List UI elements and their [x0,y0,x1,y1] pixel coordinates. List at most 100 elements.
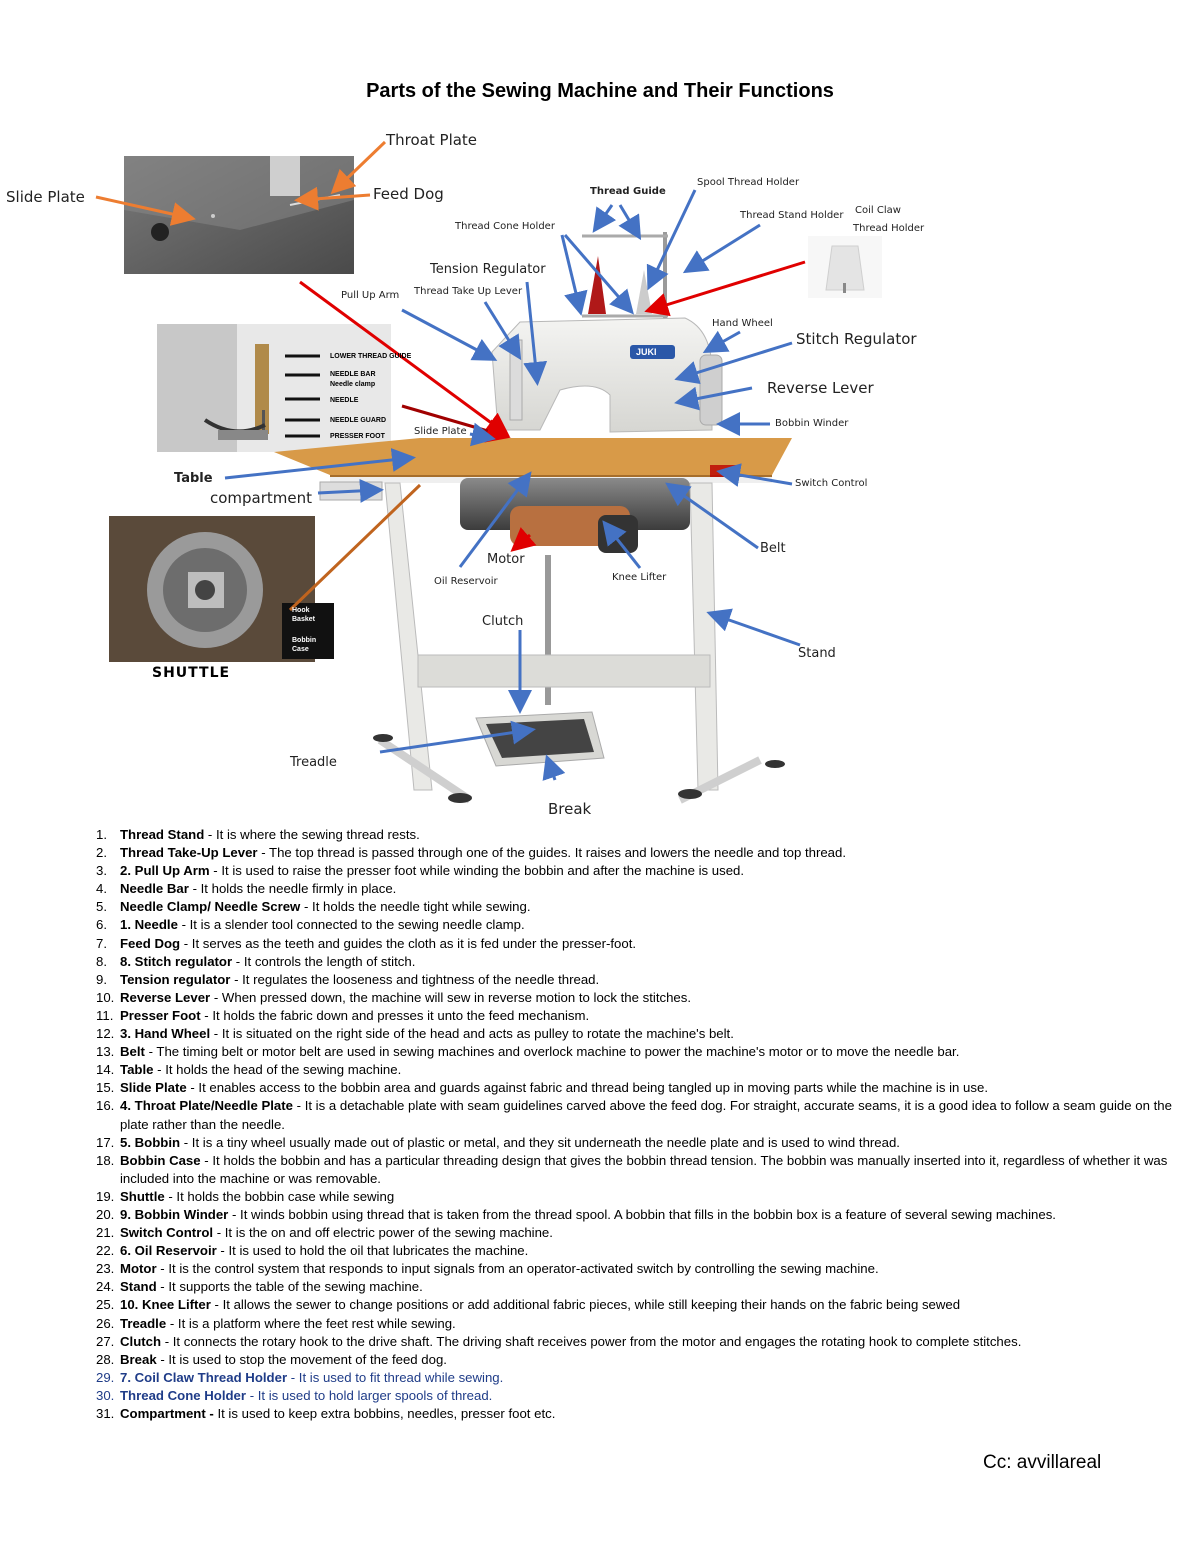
list-item-number: 3. [96,863,107,879]
list-item-number: 20. [96,1206,115,1222]
list-item-number: 18. [96,1152,115,1168]
list-item-number: 19. [96,1188,115,1204]
list-item-number: 4. [96,881,107,897]
parts-list: 1. Thread Stand - It is where the sewing … [96,826,1176,1423]
list-item-number: 13. [96,1044,115,1060]
list-item-term: Needle Clamp/ Needle Screw [120,899,301,915]
list-item: 31. Compartment - It is used to keep ext… [96,1405,1176,1423]
list-item-term: 4. Throat Plate/Needle Plate [120,1098,293,1114]
list-item: 1. Thread Stand - It is where the sewing … [96,826,1176,844]
list-item-description: - It is a slender tool connected to the … [177,917,525,933]
list-item-term: Reverse Lever [120,989,211,1005]
list-item-description: - It allows the sewer to change position… [210,1297,961,1313]
label-reverse-lever: Reverse Lever [767,379,874,397]
coil-claw-photo [808,236,882,298]
list-item: 27. Clutch - It connects the rotary hook … [96,1333,1176,1351]
label-table: Table [174,471,213,486]
list-item-number: 7. [96,935,107,951]
list-item-term: Break [120,1351,157,1367]
machine-head [491,317,723,433]
list-item-description: - It is the on and off electric power of… [213,1225,553,1241]
list-item: 18.Bobbin Case - It holds the bobbin and… [96,1152,1176,1188]
label-tension-regulator: Tension Regulator [430,262,546,277]
label-knee-lifter: Knee Lifter [612,572,667,583]
label-feed-dog: Feed Dog [373,185,444,203]
list-item-term: Stand [120,1279,157,1295]
list-item-term: Clutch [120,1333,162,1349]
list-item: 21. Switch Control - It is the on and off… [96,1224,1176,1242]
label-thread-stand-holder: Thread Stand Holder [740,210,844,221]
label-thread-holder: Thread Holder [853,223,925,234]
list-item-number: 17. [96,1134,115,1150]
list-item-term: Shuttle [120,1188,165,1204]
list-item-number: 29. [96,1369,115,1385]
list-item-number: 26. [96,1315,115,1331]
list-item: 13.Belt - The timing belt or motor belt … [96,1043,1176,1061]
list-item-description: - It holds the fabric down and presses i… [200,1007,590,1023]
list-item-description: - It winds bobbin using thread that is t… [228,1206,1056,1222]
page-title: Parts of the Sewing Machine and Their Fu… [366,80,834,102]
list-item-description: - It is used to raise the presser foot w… [209,863,745,879]
list-item-description: - It serves as the teeth and guides the … [180,935,637,951]
list-item-description: - It holds the bobbin and has a particul… [120,1152,1168,1186]
list-item: 5. Needle Clamp/ Needle Screw - It holds… [96,898,1176,916]
list-item-term: Thread Stand [120,827,205,842]
list-item: 26.Treadle - It is a platform where the … [96,1315,1176,1333]
list-item-term: 10. Knee Lifter [120,1297,211,1313]
list-item-number: 21. [96,1225,115,1241]
list-item-description: It is used to keep extra bobbins, needle… [213,1406,556,1421]
list-item-number: 27. [96,1333,115,1349]
list-item: 19.Shuttle - It holds the bobbin case wh… [96,1188,1176,1206]
list-item-description: - It is the control system that responds… [156,1261,879,1277]
list-item-number: 8. [96,953,107,969]
list-item-description: - It is used to stop the movement of the… [156,1351,447,1367]
inset-tag-needle-guard: NEEDLE GUARD [330,417,387,424]
list-item-description: - It holds the head of the sewing machin… [153,1062,402,1078]
list-item: 23. Motor - It is the control system tha… [96,1260,1176,1278]
label-motor: Motor [487,552,525,567]
list-item: 25. 10. Knee Lifter - It allows the sewer… [96,1296,1176,1314]
list-item: 14.Table - It holds the head of the sewi… [96,1061,1176,1079]
inset-tag-presser-foot: PRESSER FOOT [330,433,385,440]
list-item-description: - It is situated on the right side of th… [210,1026,734,1042]
list-item-term: Needle Bar [120,881,189,897]
list-item-number: 1. [96,827,107,842]
list-item-term: Thread Cone Holder [120,1387,247,1403]
list-item-description: - It is where the sewing thread rests. [204,827,420,842]
list-item-description: - It enables access to the bobbin area a… [186,1080,988,1096]
label-thread-cone-holder: Thread Cone Holder [455,221,555,232]
list-item-number: 25. [96,1297,115,1313]
label-oil-reservoir: Oil Reservoir [434,576,498,587]
list-item-description: - It connects the rotary hook to the dri… [161,1333,1022,1349]
label-clutch: Clutch [482,614,524,629]
list-item-term: 9. Bobbin Winder [120,1206,229,1222]
list-item-description: - The top thread is passed through one o… [257,845,847,861]
list-item-description: - It is a detachable plate with seam gui… [120,1098,1172,1132]
list-item-term: Slide Plate [120,1080,187,1096]
inset-tag-needle: NEEDLE [330,397,359,404]
credit: Cc: avvillareal [983,1452,1102,1473]
label-hand-wheel: Hand Wheel [712,318,773,329]
list-item-description: - It is a platform where the feet rest w… [166,1315,456,1331]
list-item-term: Tension regulator [120,971,231,987]
list-item-description: - It is used to hold the oil that lubric… [216,1243,529,1259]
list-item-description: - It controls the length of stitch. [232,953,416,969]
label-pull-up-arm: Pull Up Arm [341,290,400,301]
label-switch-control: Switch Control [795,478,868,489]
inset-tag-lower-thread-guide: LOWER THREAD GUIDE [330,353,412,360]
list-item-term: Compartment - [120,1406,214,1421]
sewing-machine-diagram [95,140,882,804]
list-item: 6. 1. Needle - It is a slender tool conn… [96,916,1176,934]
list-item-term: Feed Dog [120,935,181,951]
inset-tag-needle-clamp: Needle clamp [330,381,376,388]
list-item-term: Switch Control [120,1225,214,1241]
label-treadle: Treadle [290,755,337,770]
label-stitch-regulator: Stitch Regulator [796,330,917,348]
list-item: 16. 4. Throat Plate/Needle Plate - It is… [96,1097,1176,1133]
label-compartment: compartment [210,489,313,507]
list-item-term: Presser Foot [120,1007,201,1023]
list-item-number: 30. [96,1387,115,1403]
list-item-term: Motor [120,1261,157,1277]
list-item-description: - It regulates the looseness and tightne… [230,971,600,987]
list-item-number: 28. [96,1351,115,1367]
